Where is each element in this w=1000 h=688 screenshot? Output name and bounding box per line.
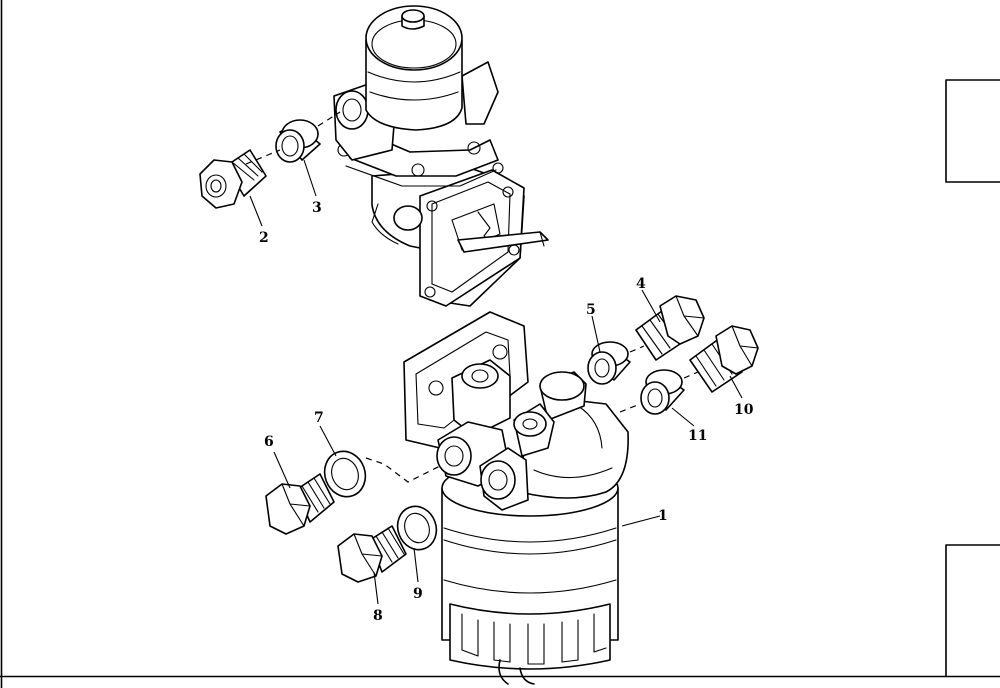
fuel-filter-assembly bbox=[403, 311, 629, 685]
callout-labels: 1 2 3 4 5 6 7 8 9 10 11 bbox=[259, 200, 754, 624]
part-2-bolt bbox=[199, 149, 267, 209]
part-9-ring bbox=[396, 505, 438, 551]
callout-3: 3 bbox=[312, 200, 322, 216]
fuel-lift-pump bbox=[333, 5, 549, 307]
part-11-washer bbox=[640, 369, 685, 415]
part-7-ring bbox=[323, 450, 367, 498]
callout-1: 1 bbox=[658, 508, 668, 524]
callout-11: 11 bbox=[688, 428, 707, 444]
callout-2: 2 bbox=[259, 230, 269, 246]
callout-9: 9 bbox=[413, 586, 423, 602]
part-6-bolt bbox=[265, 473, 335, 535]
part-8-bolt bbox=[337, 525, 407, 583]
callout-leaders bbox=[249, 159, 743, 605]
callout-5: 5 bbox=[586, 302, 596, 318]
callout-4: 4 bbox=[636, 276, 646, 292]
part-4-plug bbox=[635, 295, 705, 361]
part-10-plug bbox=[689, 325, 759, 393]
callout-6: 6 bbox=[264, 434, 274, 450]
part-3-washer bbox=[275, 119, 321, 163]
part-5-washer bbox=[587, 341, 631, 385]
callout-7: 7 bbox=[314, 410, 324, 426]
callout-8: 8 bbox=[373, 608, 383, 624]
callout-10: 10 bbox=[734, 402, 754, 418]
